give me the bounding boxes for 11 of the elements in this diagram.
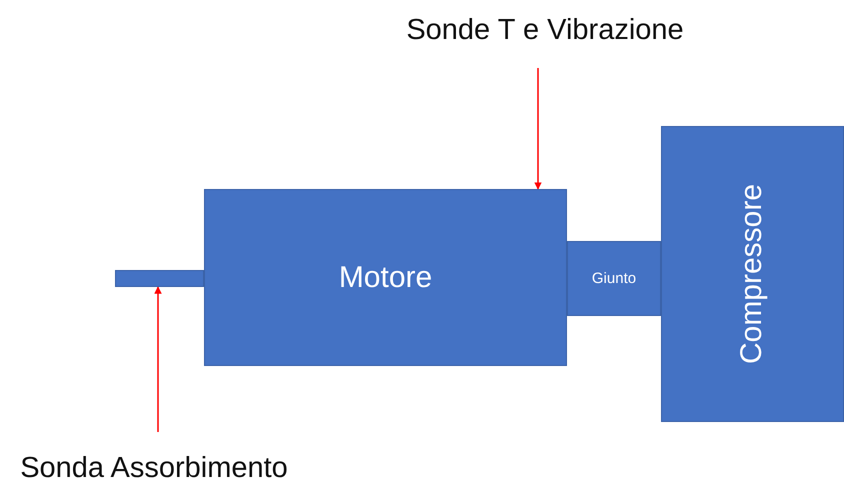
motor-block [204, 189, 567, 366]
probe-label: Sonda Assorbimento [20, 452, 288, 484]
block-label: Giunto [592, 270, 636, 287]
coupling-block [567, 241, 661, 316]
leader-arrow [534, 68, 542, 190]
block-label: Compressore [736, 184, 770, 364]
leader-arrow [154, 286, 162, 432]
probe-label: Sonde T e Vibrazione [406, 14, 684, 46]
shaft-bar [115, 270, 204, 287]
compressor-block [661, 126, 844, 422]
block-label: Motore [338, 260, 432, 294]
